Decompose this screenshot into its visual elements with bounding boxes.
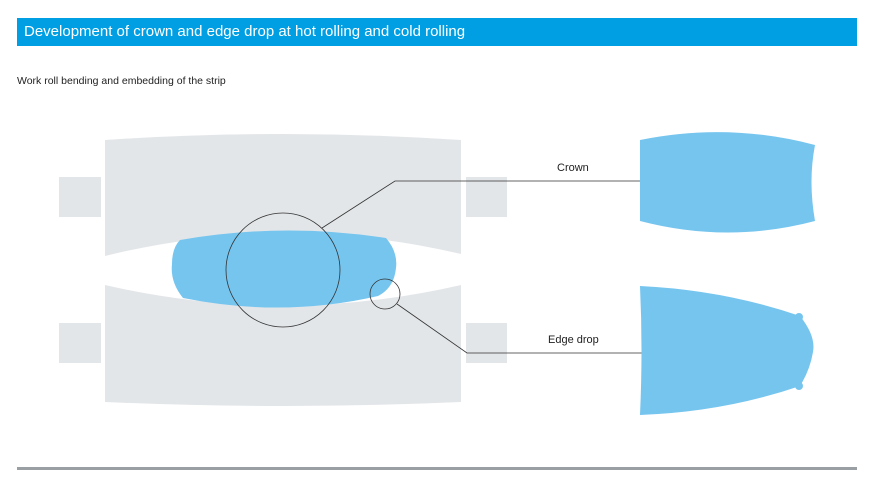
edge-drop-edge-marker-bottom [795,382,803,390]
strip-cross-section [171,230,397,308]
upper-work-roll [105,134,461,256]
diagram-subtitle: Work roll bending and embedding of the s… [17,75,226,87]
edge-drop-leader-line [396,303,654,354]
edge-drop-detail-shape [640,286,814,415]
bottom-rule [17,467,857,470]
edge-drop-edge-marker-top [795,313,803,321]
page-title: Development of crown and edge drop at ho… [24,23,466,40]
lower-work-roll [105,285,461,406]
edge-drop-magnifier-circle [369,278,401,310]
crown-detail-shape [640,132,815,233]
header-bar: Development of crown and edge drop at ho… [17,18,857,46]
upper-right-roll-neck [466,177,507,217]
crown-label: Crown [557,162,589,174]
crown-leader-line [321,180,654,229]
edge-drop-label: Edge drop [548,334,599,346]
crown-magnifier-circle [225,212,341,328]
lower-left-roll-neck [59,323,101,363]
lower-right-roll-neck [466,323,507,363]
upper-left-roll-neck [59,177,101,217]
